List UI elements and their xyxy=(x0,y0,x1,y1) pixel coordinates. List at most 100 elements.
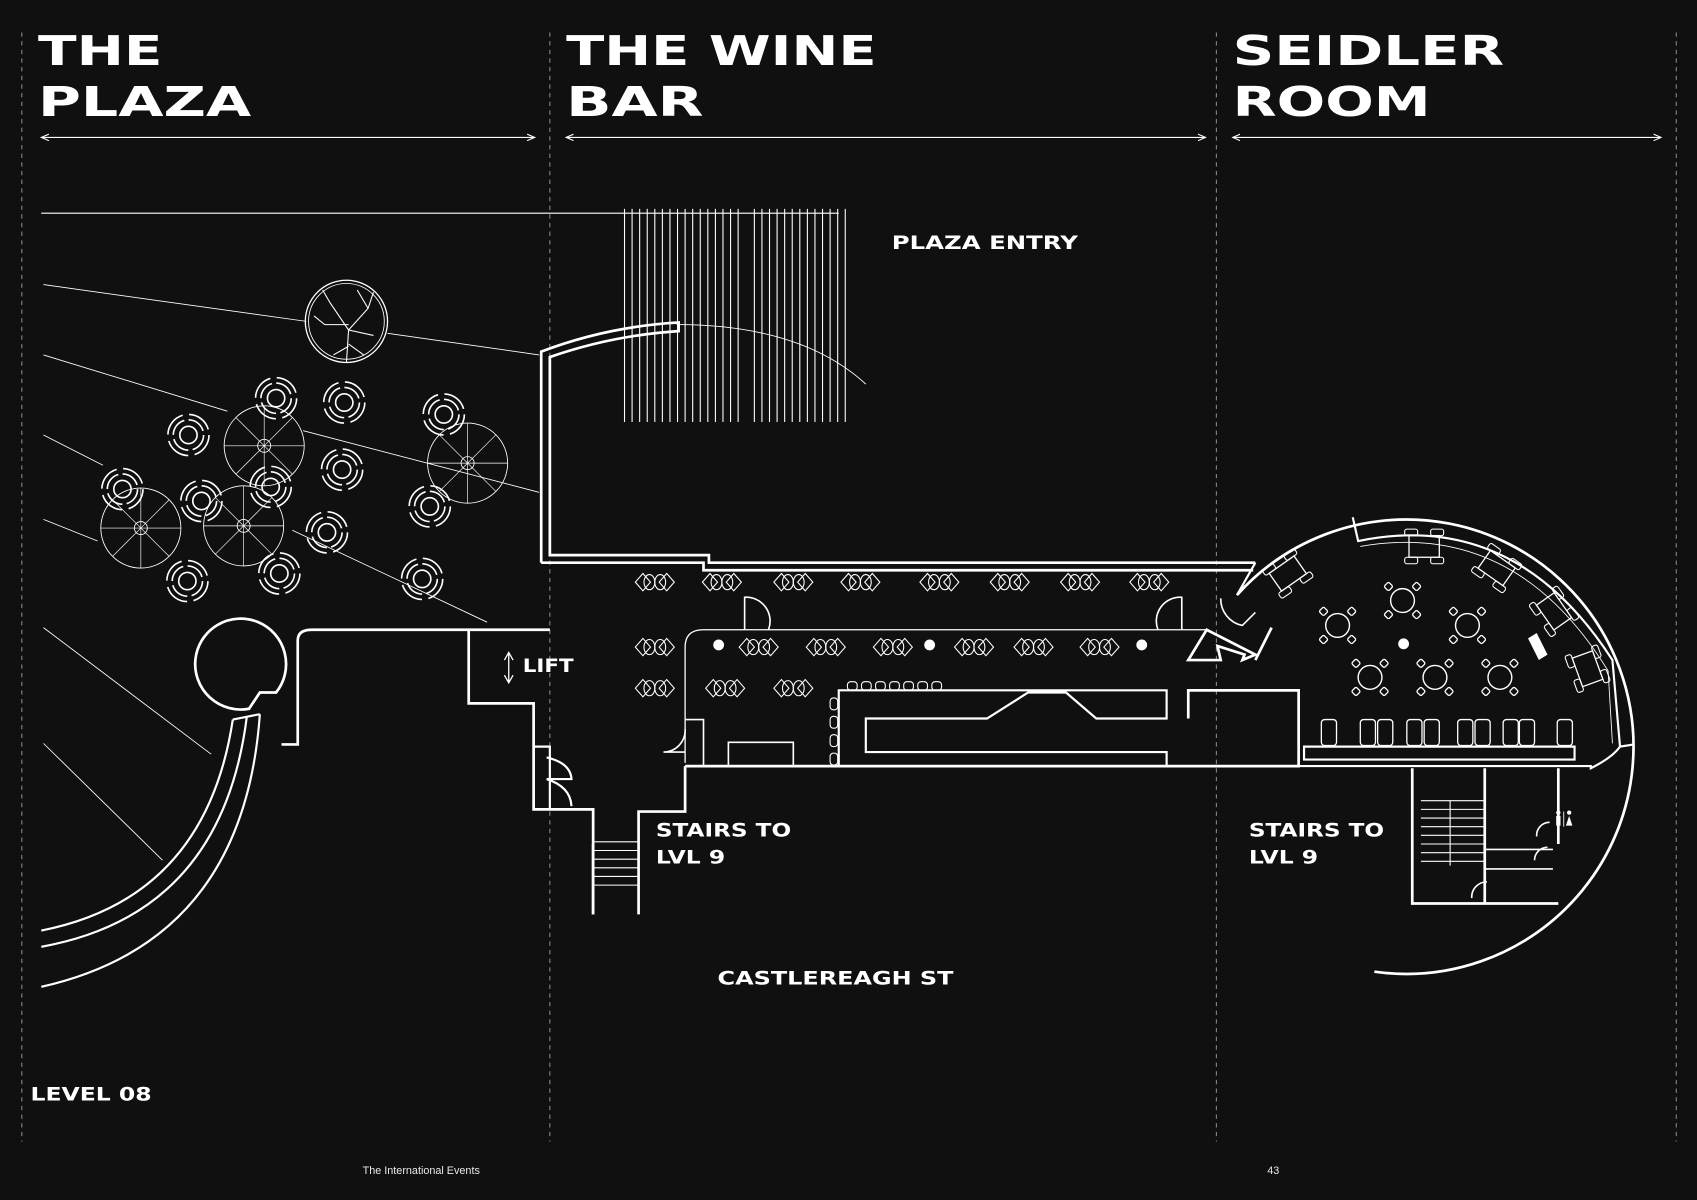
bar-stool xyxy=(889,681,900,691)
bar-stool xyxy=(875,681,886,691)
column-dot xyxy=(1136,639,1148,651)
winebar-inner-wall xyxy=(591,688,1300,915)
four-seat-table-icon xyxy=(1351,658,1389,697)
seidler-stairs-steps xyxy=(1420,800,1485,866)
lounge-seat-group xyxy=(773,572,814,592)
four-seat-table-icon xyxy=(1481,658,1519,697)
bar-stool xyxy=(903,681,914,691)
lounge-seat-group xyxy=(773,678,814,698)
winebar-outer-wall xyxy=(539,321,1256,572)
lounge-seat-group xyxy=(953,637,995,657)
lounge-seat-group xyxy=(1059,572,1101,592)
umbrella-icon xyxy=(203,485,285,567)
round-table-icon xyxy=(101,467,144,511)
banquette-seat xyxy=(1556,718,1574,747)
label-plaza-entry: PLAZA ENTRY xyxy=(892,233,1079,254)
bar-counter xyxy=(837,689,1168,767)
umbrella-icon xyxy=(223,405,305,487)
lounge-seat-group xyxy=(989,572,1030,592)
four-seat-table-icon xyxy=(1416,658,1454,697)
section-title-seidler-line1: SEIDLER xyxy=(1233,27,1505,75)
label-level: LEVEL 08 xyxy=(30,1084,151,1105)
seidler-glazing-inner xyxy=(1360,541,1613,744)
label-street: CASTLEREAGH ST xyxy=(718,969,954,990)
banquette-seat xyxy=(1502,718,1519,747)
banquette-seat xyxy=(1376,718,1394,747)
lounge-seat-group xyxy=(1079,637,1120,657)
banquette-seat xyxy=(1457,718,1474,747)
column-guides xyxy=(21,32,1677,1142)
toilets-icon xyxy=(1556,810,1573,827)
sofa-table-icon xyxy=(1528,585,1580,637)
section-title-winebar-line2: BAR xyxy=(566,78,703,126)
banquette-seat xyxy=(1406,718,1423,747)
label-stairs-winebar-line1: STAIRS TO xyxy=(656,820,791,841)
bar-stool xyxy=(829,697,839,711)
bar-stools xyxy=(829,681,943,766)
banquette xyxy=(1298,745,1621,771)
toilet-doors xyxy=(1470,821,1553,899)
banquette-seat xyxy=(1359,718,1377,747)
lounge-seat-group xyxy=(704,678,746,698)
umbrella-icon xyxy=(100,487,182,569)
round-table-icon xyxy=(254,376,298,420)
umbrella-icon xyxy=(427,422,509,504)
round-table-icon xyxy=(180,479,223,523)
round-table-icon xyxy=(408,485,452,528)
round-table-icon xyxy=(249,465,293,509)
entry-curve xyxy=(676,324,867,385)
section-title-plaza-line1: THE xyxy=(38,27,162,75)
lounge-seat-group xyxy=(634,678,676,698)
lounge-seat-group xyxy=(919,572,960,592)
double-door xyxy=(533,745,573,810)
seidler-room-area xyxy=(1235,516,1635,976)
column-dot xyxy=(924,639,936,651)
section-title-seidler-line2: ROOM xyxy=(1233,78,1431,126)
lift-arrow-icon xyxy=(503,651,514,685)
column-dot xyxy=(713,639,725,651)
banquette-seat xyxy=(1474,718,1491,747)
column-block xyxy=(1528,633,1548,661)
seidler-glazing xyxy=(1236,516,1635,748)
lounge-seat-group xyxy=(634,637,676,657)
label-stairs-seidler-line2: LVL 9 xyxy=(1249,847,1318,868)
round-table-icon xyxy=(422,393,466,436)
lounge-seat-group xyxy=(840,572,881,592)
bar-stool xyxy=(829,715,839,729)
seidler-outer-wall xyxy=(1235,518,1635,976)
bar-stool xyxy=(860,681,872,691)
round-table-icon xyxy=(167,413,210,457)
bar-stool xyxy=(917,681,929,691)
curved-bench xyxy=(193,617,288,711)
banquette-seat xyxy=(1320,718,1338,747)
label-lift: LIFT xyxy=(523,656,574,677)
banquette-seat xyxy=(1423,718,1440,747)
four-seat-table-icon xyxy=(1318,606,1357,645)
label-stairs-winebar-line2: LVL 9 xyxy=(656,847,725,868)
lounge-seat-group xyxy=(701,572,743,592)
footer-publication: The International Events xyxy=(363,1165,481,1177)
plaza-paving-lines xyxy=(43,284,540,861)
label-stairs-seidler-line1: STAIRS TO xyxy=(1249,820,1384,841)
tree-icon xyxy=(304,279,389,364)
stair-wedge xyxy=(1185,626,1273,663)
round-table-icon xyxy=(165,559,209,603)
section-title-plaza-line2: PLAZA xyxy=(38,78,251,126)
stairs-to-lvl9-steps xyxy=(593,841,639,886)
bar-stool xyxy=(829,752,839,766)
bar-stool xyxy=(931,681,943,691)
doors xyxy=(663,596,1183,767)
sofa-table-icon xyxy=(1404,528,1445,565)
lounge-seat-group xyxy=(738,637,779,657)
column-dot xyxy=(1398,638,1410,650)
section-title-winebar-line1: THE WINE xyxy=(566,27,877,75)
banquette-seat xyxy=(1518,718,1536,747)
sofa-table-icon xyxy=(1564,644,1611,693)
lounge-seat-group xyxy=(805,637,846,657)
bar-stool xyxy=(846,681,858,691)
round-table-icon xyxy=(257,552,301,595)
lounge-seat-group xyxy=(1129,572,1170,592)
four-seat-table-icon xyxy=(1383,581,1422,620)
